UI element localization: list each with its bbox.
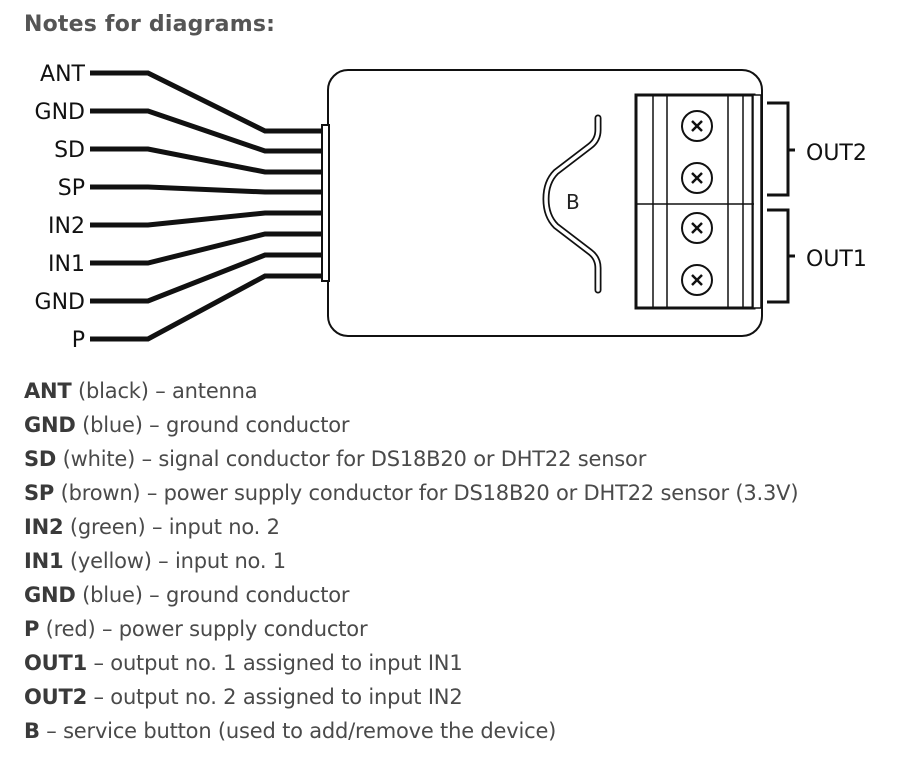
wire-label: GND (35, 290, 85, 315)
note-term: IN2 (24, 515, 64, 539)
screw-icon (681, 110, 713, 142)
note-term: IN1 (24, 549, 64, 573)
out1-bracket: OUT1 (767, 208, 867, 304)
wire-ant (90, 70, 322, 134)
note-item: P (red) – power supply conductor (24, 612, 798, 646)
note-description: – service button (used to add/remove the… (39, 719, 557, 743)
wire-label: SD (54, 138, 85, 163)
note-item: GND (blue) – ground conductor (24, 408, 798, 442)
screw-icon (681, 212, 713, 244)
wire-gnd (90, 108, 322, 154)
out1-label: OUT1 (806, 247, 867, 272)
terminal-block (634, 93, 762, 310)
wire-gnd (90, 252, 322, 304)
note-term: P (24, 617, 40, 641)
note-term: SP (24, 481, 55, 505)
wire-connector (321, 124, 330, 282)
note-item: SD (white) – signal conductor for DS18B2… (24, 442, 798, 476)
wire-label: IN1 (48, 252, 85, 277)
note-item: IN1 (yellow) – input no. 1 (24, 544, 798, 578)
wire-in1 (90, 231, 322, 266)
note-description: (brown) – power supply conductor for DS1… (54, 481, 799, 505)
wire-sp (90, 184, 322, 195)
note-term: SD (24, 447, 57, 471)
service-button-label: B (566, 190, 580, 214)
note-term: GND (24, 413, 76, 437)
note-description: (blue) – ground conductor (75, 583, 350, 607)
note-term: B (24, 719, 40, 743)
service-button: B (542, 114, 602, 294)
wire-label: ANT (40, 62, 86, 87)
note-term: OUT2 (24, 685, 88, 709)
screw-icon (681, 162, 713, 194)
page-title: Notes for diagrams: (24, 12, 276, 37)
wire-label: IN2 (48, 214, 85, 239)
note-description: (red) – power supply conductor (39, 617, 368, 641)
out2-bracket: OUT2 (767, 101, 867, 197)
wire-label: GND (35, 100, 85, 125)
note-item: IN2 (green) – input no. 2 (24, 510, 798, 544)
wire-p (90, 273, 322, 342)
note-item: GND (blue) – ground conductor (24, 578, 798, 612)
note-description: (blue) – ground conductor (75, 413, 350, 437)
note-description: (yellow) – input no. 1 (63, 549, 286, 573)
note-item: B – service button (used to add/remove t… (24, 714, 798, 748)
note-description: (green) – input no. 2 (63, 515, 280, 539)
screw-icon (681, 264, 713, 296)
note-description: – output no. 1 assigned to input IN1 (87, 651, 463, 675)
note-description: – output no. 2 assigned to input IN2 (87, 685, 463, 709)
note-item: OUT2 – output no. 2 assigned to input IN… (24, 680, 798, 714)
note-item: OUT1 – output no. 1 assigned to input IN… (24, 646, 798, 680)
wire-label: SP (58, 176, 85, 201)
note-item: ANT (black) – antenna (24, 374, 798, 408)
wire-sd (90, 146, 322, 175)
note-term: OUT1 (24, 651, 88, 675)
note-item: SP (brown) – power supply conductor for … (24, 476, 799, 510)
out2-label: OUT2 (806, 141, 867, 166)
note-description: (black) – antenna (71, 379, 258, 403)
wire-in2 (90, 210, 322, 228)
note-description: (white) – signal conductor for DS18B20 o… (56, 447, 647, 471)
note-term: GND (24, 583, 76, 607)
note-term: ANT (24, 379, 72, 403)
wire-label: P (72, 328, 85, 353)
wires (90, 70, 322, 342)
